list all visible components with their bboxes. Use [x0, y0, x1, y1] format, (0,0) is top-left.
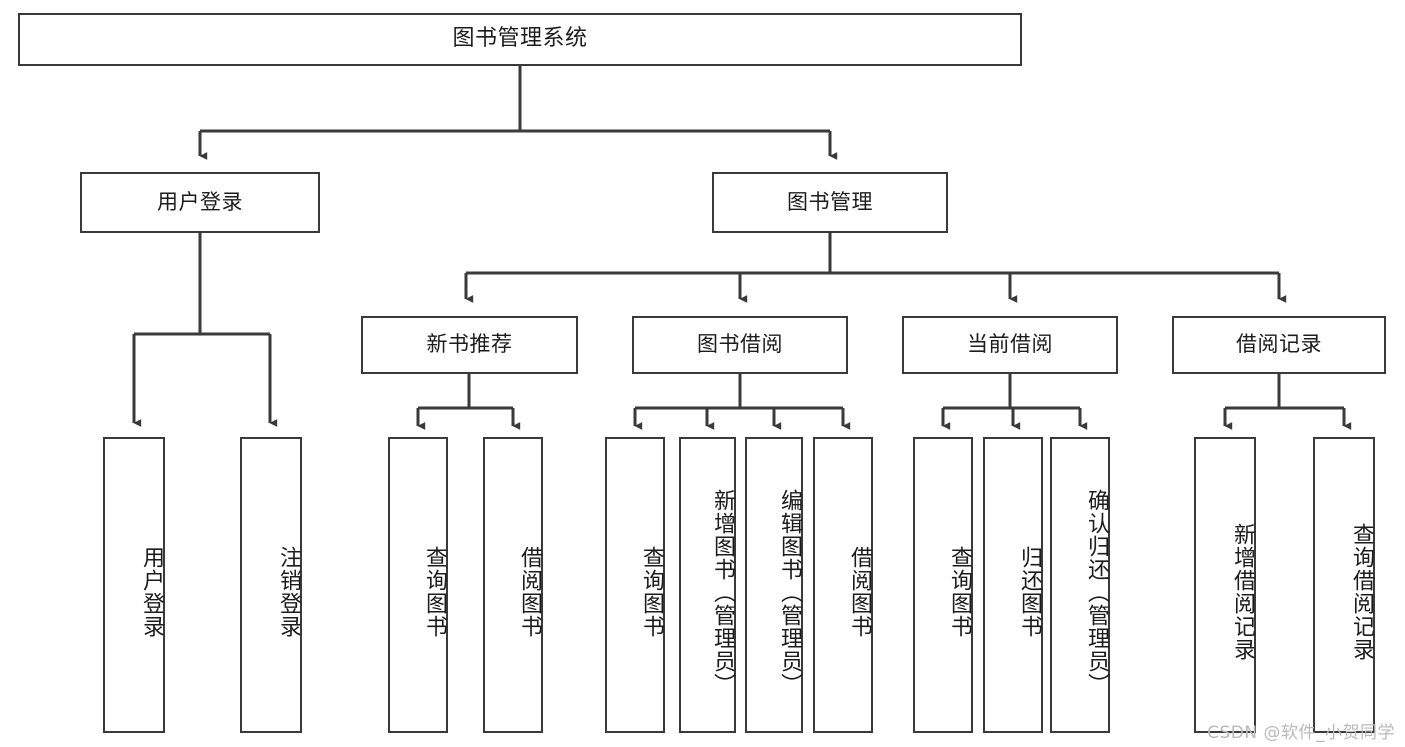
leaf-query-book-3-label: 查询图书 [947, 546, 972, 638]
leaf-edit-book-label: 编辑图书（管理员） [777, 488, 802, 696]
leaf-query-record-label: 查询借阅记录 [1349, 523, 1374, 661]
node-root-label: 图书管理系统 [452, 26, 588, 52]
leaf-borrow-book-1[interactable]: 借阅图书 [483, 437, 543, 733]
leaf-confirm-return-label: 确认归还（管理员） [1084, 488, 1109, 696]
leaf-query-book-1[interactable]: 查询图书 [388, 437, 448, 733]
leaf-logout-login-label: 注销登录 [276, 546, 301, 638]
node-book-manage[interactable]: 图书管理 [712, 172, 948, 233]
leaf-user-login[interactable]: 用户登录 [103, 437, 165, 733]
leaf-edit-book[interactable]: 编辑图书（管理员） [745, 437, 803, 733]
node-current-borrow-label: 当前借阅 [967, 332, 1053, 357]
node-book-manage-label: 图书管理 [787, 189, 873, 214]
leaf-user-login-label: 用户登录 [139, 546, 164, 638]
leaf-add-record[interactable]: 新增借阅记录 [1194, 437, 1256, 733]
leaf-logout-login[interactable]: 注销登录 [240, 437, 302, 733]
leaf-add-book-label: 新增图书（管理员） [710, 488, 735, 696]
leaf-return-book-label: 归还图书 [1017, 546, 1042, 638]
node-book-borrow-label: 图书借阅 [697, 332, 783, 357]
node-new-book-recommend[interactable]: 新书推荐 [361, 316, 578, 374]
leaf-add-record-label: 新增借阅记录 [1230, 523, 1255, 661]
leaf-query-book-3[interactable]: 查询图书 [913, 437, 973, 733]
leaf-query-record[interactable]: 查询借阅记录 [1313, 437, 1375, 733]
leaf-borrow-book-1-label: 借阅图书 [517, 546, 542, 638]
leaf-borrow-book-2-label: 借阅图书 [847, 546, 872, 638]
leaf-query-book-2-label: 查询图书 [639, 546, 664, 638]
leaf-return-book[interactable]: 归还图书 [983, 437, 1043, 733]
leaf-query-book-1-label: 查询图书 [422, 546, 447, 638]
leaf-add-book[interactable]: 新增图书（管理员） [679, 437, 736, 733]
node-new-book-recommend-label: 新书推荐 [426, 332, 513, 357]
node-book-borrow[interactable]: 图书借阅 [632, 316, 848, 374]
node-user-login-label: 用户登录 [157, 189, 243, 214]
node-user-login[interactable]: 用户登录 [80, 172, 320, 233]
leaf-query-book-2[interactable]: 查询图书 [605, 437, 665, 733]
node-root-book-management-system[interactable]: 图书管理系统 [18, 13, 1022, 66]
leaf-borrow-book-2[interactable]: 借阅图书 [813, 437, 873, 733]
node-borrow-record-label: 借阅记录 [1236, 332, 1322, 357]
csdn-watermark: CSDN @软件_小贺同学 [1207, 723, 1395, 743]
leaf-confirm-return[interactable]: 确认归还（管理员） [1050, 437, 1110, 733]
node-current-borrow[interactable]: 当前借阅 [902, 316, 1118, 374]
node-borrow-record[interactable]: 借阅记录 [1172, 316, 1386, 374]
